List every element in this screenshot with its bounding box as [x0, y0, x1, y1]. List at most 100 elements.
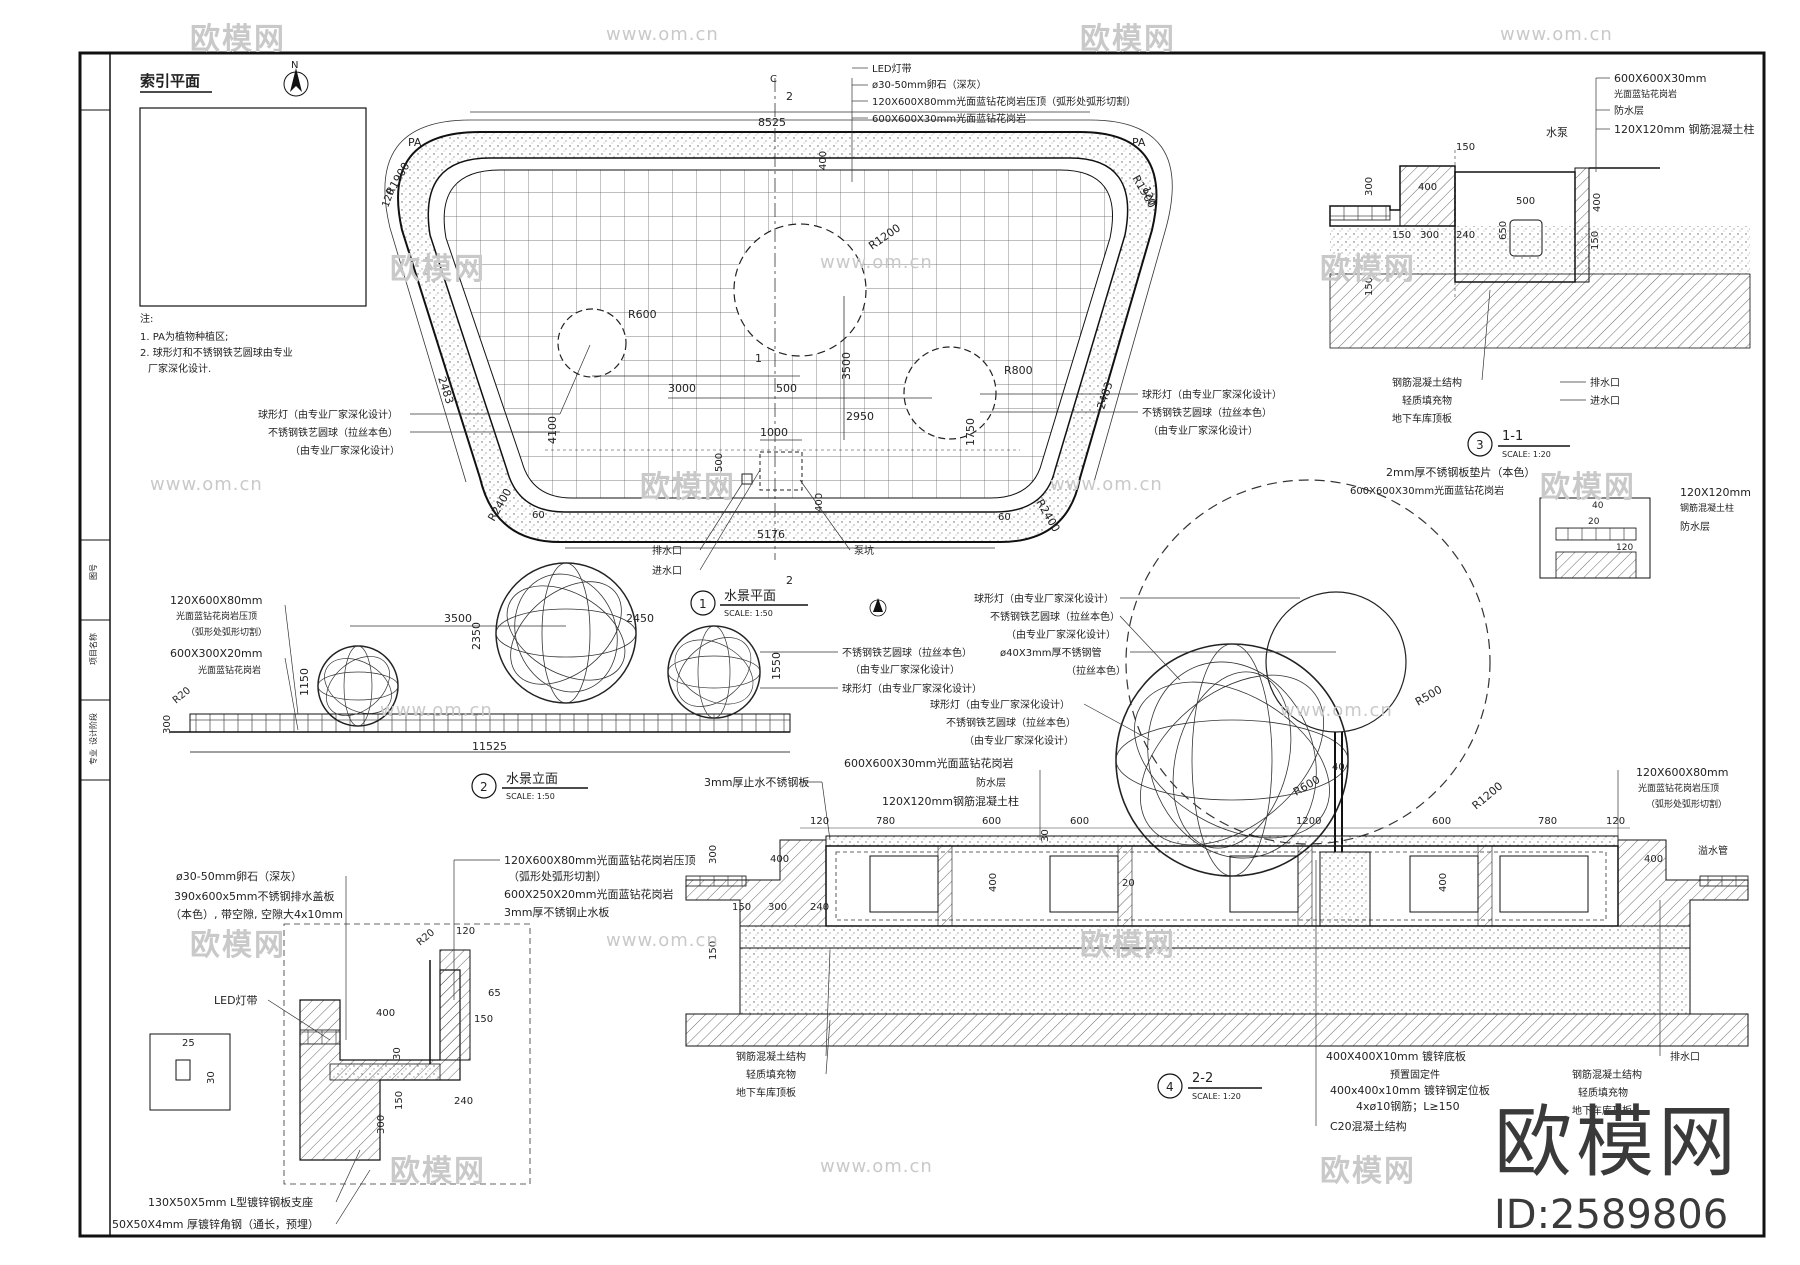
elev-cap-2: 光面蓝钻花岗岩压顶 [176, 610, 257, 622]
sec1-title: 1-1 [1502, 429, 1523, 444]
small-d150b: 150 [394, 1091, 405, 1110]
sec2-struct2: 钢筋混凝土结构 [1572, 1068, 1642, 1081]
sec2-base-3: 400x400x10mm 镀锌钢定位板 [1330, 1083, 1490, 1097]
sec1-d650: 650 [1498, 221, 1509, 240]
small-cap: 120X600X80mm光面蓝钻花岗岩压顶 [504, 853, 696, 867]
sec2-r1200: R1200 [1470, 779, 1506, 812]
sec2-d600c: 600 [1432, 816, 1451, 827]
plan-cap-label: 120X600X80mm光面蓝钻花岗岩压顶（弧形处弧形切割） [872, 95, 1136, 108]
sec1-column: 120X120mm 钢筋混凝土柱 [1614, 122, 1754, 136]
watermark-logo-10: 欧模网 [1320, 1154, 1416, 1189]
small-d300: 300 [376, 1115, 387, 1134]
plan-d1750: 1750 [964, 418, 977, 446]
plan-d4100: 4100 [546, 416, 559, 444]
small-r20: R20 [415, 927, 437, 948]
small-d65: 65 [488, 988, 501, 999]
small-d30b: 30 [206, 1071, 217, 1084]
watermark-logo-7: 欧模网 [190, 928, 286, 963]
index-plan-box [139, 107, 367, 307]
sec2-d300: 300 [708, 845, 719, 864]
edge-section-detail [149, 923, 531, 1185]
watermark-url-2: www.om.cn [1500, 24, 1613, 45]
elev-lb-2: （由专业厂家深化设计） [850, 663, 960, 676]
titleblock-text-4: 专业 [88, 749, 98, 765]
sec2-d780a: 780 [876, 816, 895, 827]
elev-d1550: 1550 [770, 652, 783, 680]
plan-d60-left: 60 [532, 510, 545, 521]
index-plan-title: 索引平面 [140, 72, 200, 90]
sec2-base-2: 预置固定件 [1390, 1068, 1440, 1081]
watermark-url-1: www.om.cn [606, 24, 719, 45]
small-stop: 3mm厚不锈钢止水板 [504, 905, 609, 919]
small-cap-2: （弧形处弧形切割） [508, 869, 607, 883]
elev-lb-1: 不锈钢铁艺圆球（拉丝本色） [842, 646, 972, 659]
sec2-overflow: 溢水管 [1698, 844, 1728, 857]
notes-line-3: 厂家深化设计. [148, 362, 211, 375]
notes-head: 注: [140, 312, 153, 325]
elev-cap-1: 120X600X80mm [170, 594, 263, 607]
sec2-d40: 40 [1332, 762, 1345, 773]
sec2-d400d: 400 [1438, 873, 1449, 892]
water-feature-plan [384, 78, 1173, 560]
elev-title-num: 2 [480, 780, 488, 794]
detail-d120: 120 [1616, 543, 1633, 553]
elev-lb-3: 球形灯（由专业厂家深化设计） [842, 682, 982, 695]
watermark-logo-3: 欧模网 [390, 252, 486, 287]
sec2-l4: ø40X3mm厚不锈钢管 [1000, 646, 1102, 659]
small-d120: 120 [456, 926, 475, 937]
sec1-d150b: 150 [1392, 230, 1411, 241]
sec2-title-num: 4 [1166, 1080, 1174, 1094]
sec2-d20: 20 [1122, 878, 1135, 889]
sec1-d150c: 150 [1364, 277, 1375, 296]
watermark-logo-4: 欧模网 [1320, 252, 1416, 287]
small-d30: 30 [392, 1047, 403, 1060]
plan-ball-right-3: （由专业厂家深化设计） [1148, 424, 1258, 437]
sec2-waterproof: 防水层 [976, 776, 1006, 789]
elev-cap-3: （弧形处弧形切割） [186, 626, 267, 638]
small-d25: 25 [182, 1038, 195, 1049]
sec2-l6: 球形灯（由专业厂家深化设计） [930, 698, 1070, 711]
sec2-d400a: 400 [770, 854, 789, 865]
detail-tile: 600X600X30mm光面蓝钻花岗岩 [1350, 484, 1504, 497]
titleblock-strip [79, 52, 111, 1237]
small-d150: 150 [474, 1014, 493, 1025]
plan-r800: R800 [1004, 364, 1033, 377]
sec1-d400: 400 [1418, 182, 1437, 193]
elev-scale: SCALE: 1:50 [506, 792, 555, 801]
watermark-logo-8: 欧模网 [1080, 928, 1176, 963]
plan-ball-right-1: 球形灯（由专业厂家深化设计） [1142, 388, 1282, 401]
detail-d20: 20 [1588, 517, 1600, 527]
sec1-d240: 240 [1456, 230, 1475, 241]
elev-d2350: 2350 [470, 622, 483, 650]
sec2-scale: SCALE: 1:20 [1192, 1092, 1241, 1101]
sec2-cap-3: （弧形处弧形切割） [1646, 798, 1727, 810]
plan-title-num: 1 [699, 597, 707, 611]
sec2-r600: R600 [1291, 773, 1322, 799]
small-angle-1: 130X50X5mm L型镀锌钢板支座 [148, 1195, 313, 1209]
elev-d300: 300 [162, 715, 173, 734]
sec2-d240: 240 [810, 902, 829, 913]
sec2-cap-2: 光面蓝钻花岗岩压顶 [1638, 782, 1719, 794]
detail-waterproof: 防水层 [1680, 520, 1710, 533]
sec2-cap-1: 120X600X80mm [1636, 766, 1729, 779]
sec1-scale: SCALE: 1:20 [1502, 450, 1551, 459]
elevation-ball-small [317, 645, 399, 727]
sec1-inlet: 进水口 [1590, 395, 1620, 407]
sec1-tile-label: 600X600X30mm [1614, 72, 1707, 85]
joint-detail [1539, 497, 1651, 579]
plan-pebble-label: ø30-50mm卵石（深灰） [872, 78, 987, 91]
plan-r600: R600 [628, 308, 657, 321]
watermark-url-5: www.om.cn [1050, 474, 1163, 495]
sec2-base-4: 4xø10钢筋；L≥150 [1356, 1099, 1460, 1113]
small-angle-2: 50X50X4mm 厚镀锌角钢（通长，预埋） [112, 1217, 319, 1231]
sec2-fill: 轻质填充物 [746, 1068, 796, 1081]
brand-name: 欧模网 [1493, 1098, 1740, 1188]
watermark-url-8: www.om.cn [606, 930, 719, 951]
sec2-l8: （由专业厂家深化设计） [964, 734, 1074, 747]
small-tile: 600X250X20mm光面蓝钻花岗岩 [504, 887, 674, 901]
plan-title: 水景平面 [724, 589, 776, 604]
sec2-d150a: 150 [732, 902, 751, 913]
small-cover-2: （本色）, 带空隙, 空隙大4x10mm [170, 907, 343, 921]
detail-plate: 2mm厚不锈钢板垫片（本色） [1386, 465, 1535, 479]
